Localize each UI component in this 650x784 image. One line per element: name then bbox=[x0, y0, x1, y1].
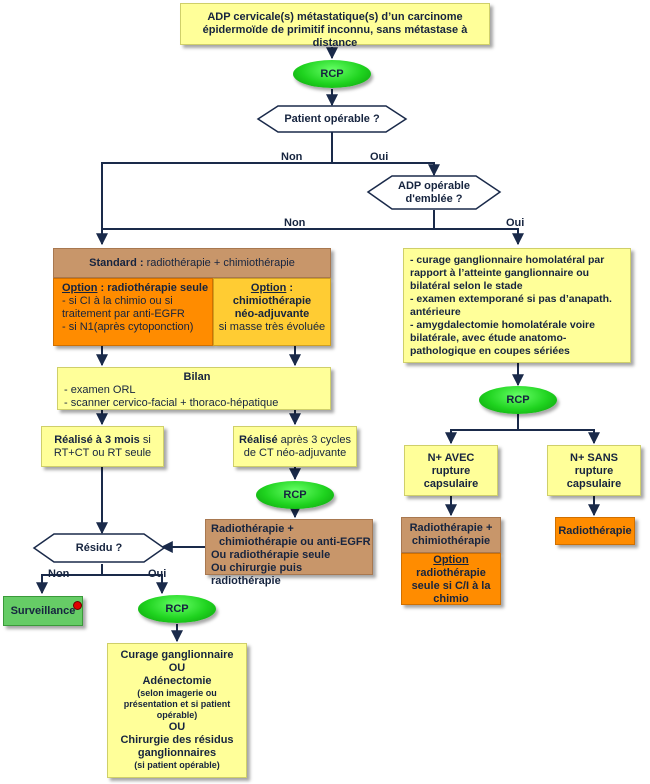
standard-box: Standard : radiothérapie + chimiothérapi… bbox=[53, 248, 331, 278]
curage-right-line-3: bilatéral selon le stade bbox=[410, 280, 523, 292]
decision-operable-label: Patient opérable ? bbox=[284, 113, 380, 125]
curage-right-line-8: pathologique en coupes sériées bbox=[410, 345, 570, 357]
radio-combo-line-1: Radiothérapie + bbox=[211, 523, 294, 535]
option-rt-item-2: traitement par anti-EGFR bbox=[62, 308, 185, 320]
option-neo-line-2: chimiothérapie bbox=[232, 295, 312, 307]
n-avec-line-2: rupture bbox=[431, 465, 471, 477]
n-sans-line-1: N+ SANS bbox=[570, 452, 618, 464]
rcp-pill-cycles: RCP bbox=[256, 481, 334, 509]
realise-3mois-bold: Réalisé à 3 mois bbox=[54, 434, 140, 446]
surveillance-box: Surveillance bbox=[3, 596, 83, 626]
surveillance-label: Surveillance bbox=[10, 605, 76, 617]
curage-right-box: - curage ganglionnaire homolatéral par r… bbox=[403, 248, 631, 363]
label-non-3: Non bbox=[48, 568, 70, 580]
curage-final-l4: OU bbox=[168, 721, 186, 733]
curage-final-s1: (selon imagerie ou bbox=[137, 688, 217, 698]
realise-cycles-rest: après 3 cycles bbox=[277, 434, 351, 446]
curage-final-l5: Chirurgie des résidus bbox=[120, 734, 234, 746]
option-rt-head-u: Option bbox=[62, 282, 98, 294]
curage-right-line-5: antérieure bbox=[410, 306, 461, 318]
decision-residu-shape bbox=[32, 533, 166, 563]
label-oui-2: Oui bbox=[506, 217, 525, 229]
label-non-1: Non bbox=[281, 151, 303, 163]
option-neo-line-3: néo-adjuvante bbox=[234, 308, 310, 320]
curage-right-line-6: - amygdalectomie homolatérale voire bbox=[410, 319, 595, 331]
option-rt-item-3: - si N1(après cytoponction) bbox=[62, 321, 194, 333]
curage-final-l1: Curage ganglionnaire bbox=[120, 649, 234, 661]
radio-combo-box: Radiothérapie + chimiothérapie ou anti-E… bbox=[205, 519, 373, 587]
bilan-title: Bilan bbox=[183, 371, 211, 383]
rcp-pill-top: RCP bbox=[293, 60, 371, 88]
label-oui-3: Oui bbox=[148, 568, 167, 580]
realise-cycles-bold: Réalisé bbox=[239, 434, 278, 446]
curage-right-line-2: rapport à l’atteinte ganglionnaire ou bbox=[410, 267, 590, 279]
radio-combo-line-4: Ou chirurgie puis radiothérapie bbox=[211, 562, 303, 587]
radiotherapie-label: Radiothérapie bbox=[558, 525, 632, 537]
option-rt-item-1: - si CI à la chimio ou si bbox=[62, 295, 173, 307]
red-dot-icon bbox=[73, 601, 82, 610]
n-sans-line-3: capsulaire bbox=[566, 478, 622, 490]
radio-combo-line-2: chimiothérapie ou anti-EGFR bbox=[219, 536, 371, 548]
option-neo-head-b: : bbox=[286, 282, 294, 294]
curage-final-s4: (si patient opérable) bbox=[134, 760, 220, 770]
option-right-line-1: radiothérapie bbox=[416, 567, 486, 579]
rcp-pill-residu: RCP bbox=[138, 595, 216, 623]
radio-chimio-box: Radiothérapie + chimiothérapie bbox=[401, 517, 501, 553]
curage-right-line-4: - examen extemporané si pas d’anapath. bbox=[410, 293, 612, 305]
decision-adp-operable-label: ADP opérable d'emblée ? bbox=[392, 180, 476, 206]
radio-chimio-line-2: chimiothérapie bbox=[411, 535, 491, 547]
bilan-item-2: - scanner cervico-facial + thoraco-hépat… bbox=[64, 397, 279, 409]
option-rt-head-b: : radiothérapie seule bbox=[97, 282, 209, 294]
standard-text: radiothérapie + chimiothérapie bbox=[143, 257, 295, 269]
decision-adp-operable-shape bbox=[366, 175, 502, 210]
option-neo-head-u: Option bbox=[250, 282, 287, 294]
rcp-pill-right: RCP bbox=[479, 386, 557, 414]
option-neo-line-4: si masse très évoluée bbox=[218, 321, 326, 333]
option-right-box: Option radiothérapie seule si C/I à la c… bbox=[401, 553, 501, 605]
n-avec-line-3: capsulaire bbox=[423, 478, 479, 490]
n-avec-box: N+ AVEC rupture capsulaire bbox=[404, 445, 498, 496]
curage-right-line-7: bilatérale, avec étude anatomo- bbox=[410, 332, 567, 344]
label-oui-1: Oui bbox=[370, 151, 389, 163]
option-right-head: Option bbox=[433, 554, 469, 566]
n-avec-line-1: N+ AVEC bbox=[427, 452, 475, 464]
bilan-item-1: - examen ORL bbox=[64, 384, 136, 396]
radio-combo-line-3: Ou radiothérapie seule bbox=[211, 549, 331, 561]
curage-final-l6: ganglionnaires bbox=[137, 747, 217, 759]
decision-operable-shape bbox=[256, 105, 408, 133]
decision-adp-line-2: d'emblée ? bbox=[405, 193, 463, 205]
n-sans-line-2: rupture bbox=[574, 465, 614, 477]
curage-final-s3: opérable) bbox=[156, 710, 198, 720]
option-neo-box: Option : chimiothérapie néo-adjuvante si… bbox=[213, 278, 331, 346]
realise-3mois-box: Réalisé à 3 mois si RT+CT ou RT seule bbox=[41, 426, 164, 467]
standard-bold: Standard : bbox=[89, 257, 144, 269]
realise-3mois-line-2: RT+CT ou RT seule bbox=[53, 447, 152, 459]
title-box: ADP cervicale(s) métastatique(s) d’un ca… bbox=[180, 3, 490, 49]
curage-right-line-1: - curage ganglionnaire homolatéral par bbox=[410, 254, 605, 266]
curage-final-s2: présentation et si patient bbox=[123, 699, 231, 709]
radiotherapie-box: Radiothérapie bbox=[555, 517, 635, 545]
option-right-line-3: chimio bbox=[433, 593, 469, 605]
realise-3mois-rest: si bbox=[139, 434, 151, 446]
curage-final-box: Curage ganglionnaire OU Adénectomie (sel… bbox=[107, 643, 247, 778]
option-right-line-2: seule si C/I à la bbox=[411, 580, 491, 592]
curage-final-l3: Adénectomie bbox=[142, 675, 212, 687]
curage-final-l2: OU bbox=[168, 662, 186, 674]
option-rt-box: Option : radiothérapie seule - si CI à l… bbox=[53, 278, 213, 346]
realise-cycles-line-2: de CT néo-adjuvante bbox=[243, 447, 347, 459]
label-non-2: Non bbox=[284, 217, 306, 229]
n-sans-box: N+ SANS rupture capsulaire bbox=[547, 445, 641, 496]
radio-chimio-line-1: Radiothérapie + bbox=[409, 522, 493, 534]
decision-adp-line-1: ADP opérable bbox=[398, 180, 470, 192]
realise-cycles-box: Réalisé après 3 cycles de CT néo-adjuvan… bbox=[233, 426, 357, 467]
decision-residu-label: Résidu ? bbox=[75, 542, 123, 554]
bilan-box: Bilan - examen ORL - scanner cervico-fac… bbox=[57, 367, 331, 410]
title-line-1: ADP cervicale(s) métastatique(s) d’un ca… bbox=[207, 11, 463, 23]
title-line-2: épidermoïde de primitif inconnu, sans mé… bbox=[202, 24, 468, 49]
